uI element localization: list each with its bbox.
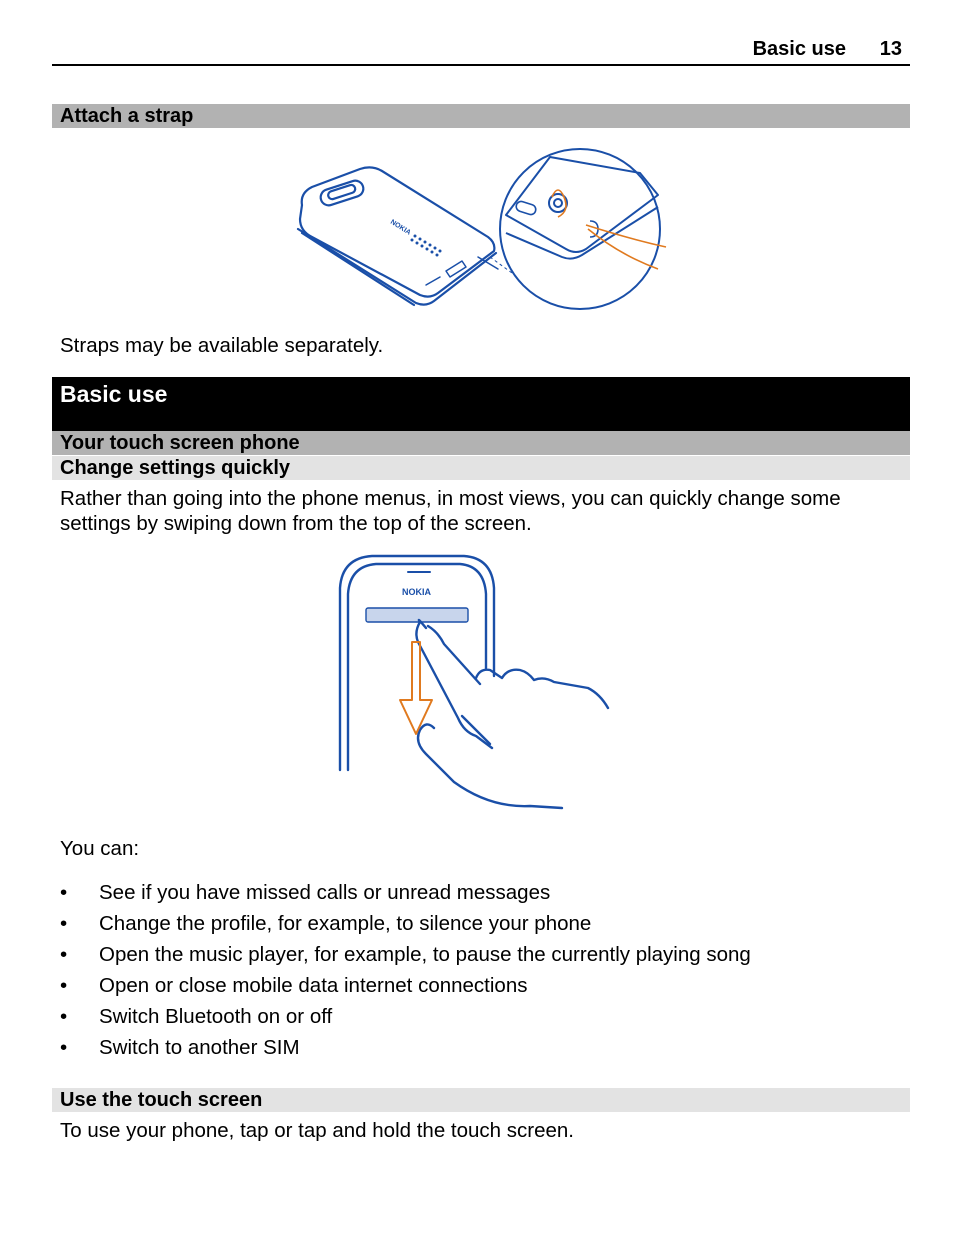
chapter-title: Basic use <box>52 377 910 431</box>
bullet-icon: • <box>60 1036 68 1059</box>
bullet-icon: • <box>60 943 68 966</box>
list-item: • Switch Bluetooth on or off <box>60 1003 910 1034</box>
bullet-icon: • <box>60 912 68 935</box>
list-item: • Open or close mobile data internet conn… <box>60 972 910 1003</box>
strap-note: Straps may be available separately. <box>60 334 384 357</box>
page-header: Basic use 13 <box>52 36 910 66</box>
list-item-text: Change the profile, for example, to sile… <box>99 912 592 935</box>
list-item-text: Open or close mobile data internet conne… <box>99 974 528 997</box>
change-settings-text: Rather than going into the phone menus, … <box>60 487 841 535</box>
strap-illustration: NOKIA <box>296 148 667 310</box>
swipe-figure-logo: NOKIA <box>402 587 432 597</box>
use-touch-screen-text: To use your phone, tap or tap and hold t… <box>60 1119 574 1142</box>
list-item: • Switch to another SIM <box>60 1034 910 1065</box>
section-heading-use-touch-screen: Use the touch screen <box>52 1088 910 1112</box>
section-heading-touch-screen-phone: Your touch screen phone <box>52 431 910 455</box>
list-item-text: See if you have missed calls or unread m… <box>99 881 551 904</box>
bullet-icon: • <box>60 974 68 997</box>
section-heading-attach-strap: Attach a strap <box>52 104 910 128</box>
list-item: • Change the profile, for example, to sil… <box>60 910 910 941</box>
list-item-text: Open the music player, for example, to p… <box>99 943 751 966</box>
header-section-name: Basic use <box>752 38 846 60</box>
section-heading-change-settings: Change settings quickly <box>52 456 910 480</box>
list-item: • Open the music player, for example, to … <box>60 941 910 972</box>
swipe-illustration: NOKIA <box>338 554 610 810</box>
quick-settings-list: • See if you have missed calls or unread … <box>60 879 910 1065</box>
you-can-lead: You can: <box>60 837 140 860</box>
list-item-text: Switch to another SIM <box>99 1036 300 1059</box>
page-number: 13 <box>879 38 902 60</box>
list-item: • See if you have missed calls or unread … <box>60 879 910 910</box>
bullet-icon: • <box>60 1005 68 1028</box>
strap-figure-logo: NOKIA <box>389 219 412 237</box>
bullet-icon: • <box>60 881 68 904</box>
list-item-text: Switch Bluetooth on or off <box>99 1005 333 1028</box>
